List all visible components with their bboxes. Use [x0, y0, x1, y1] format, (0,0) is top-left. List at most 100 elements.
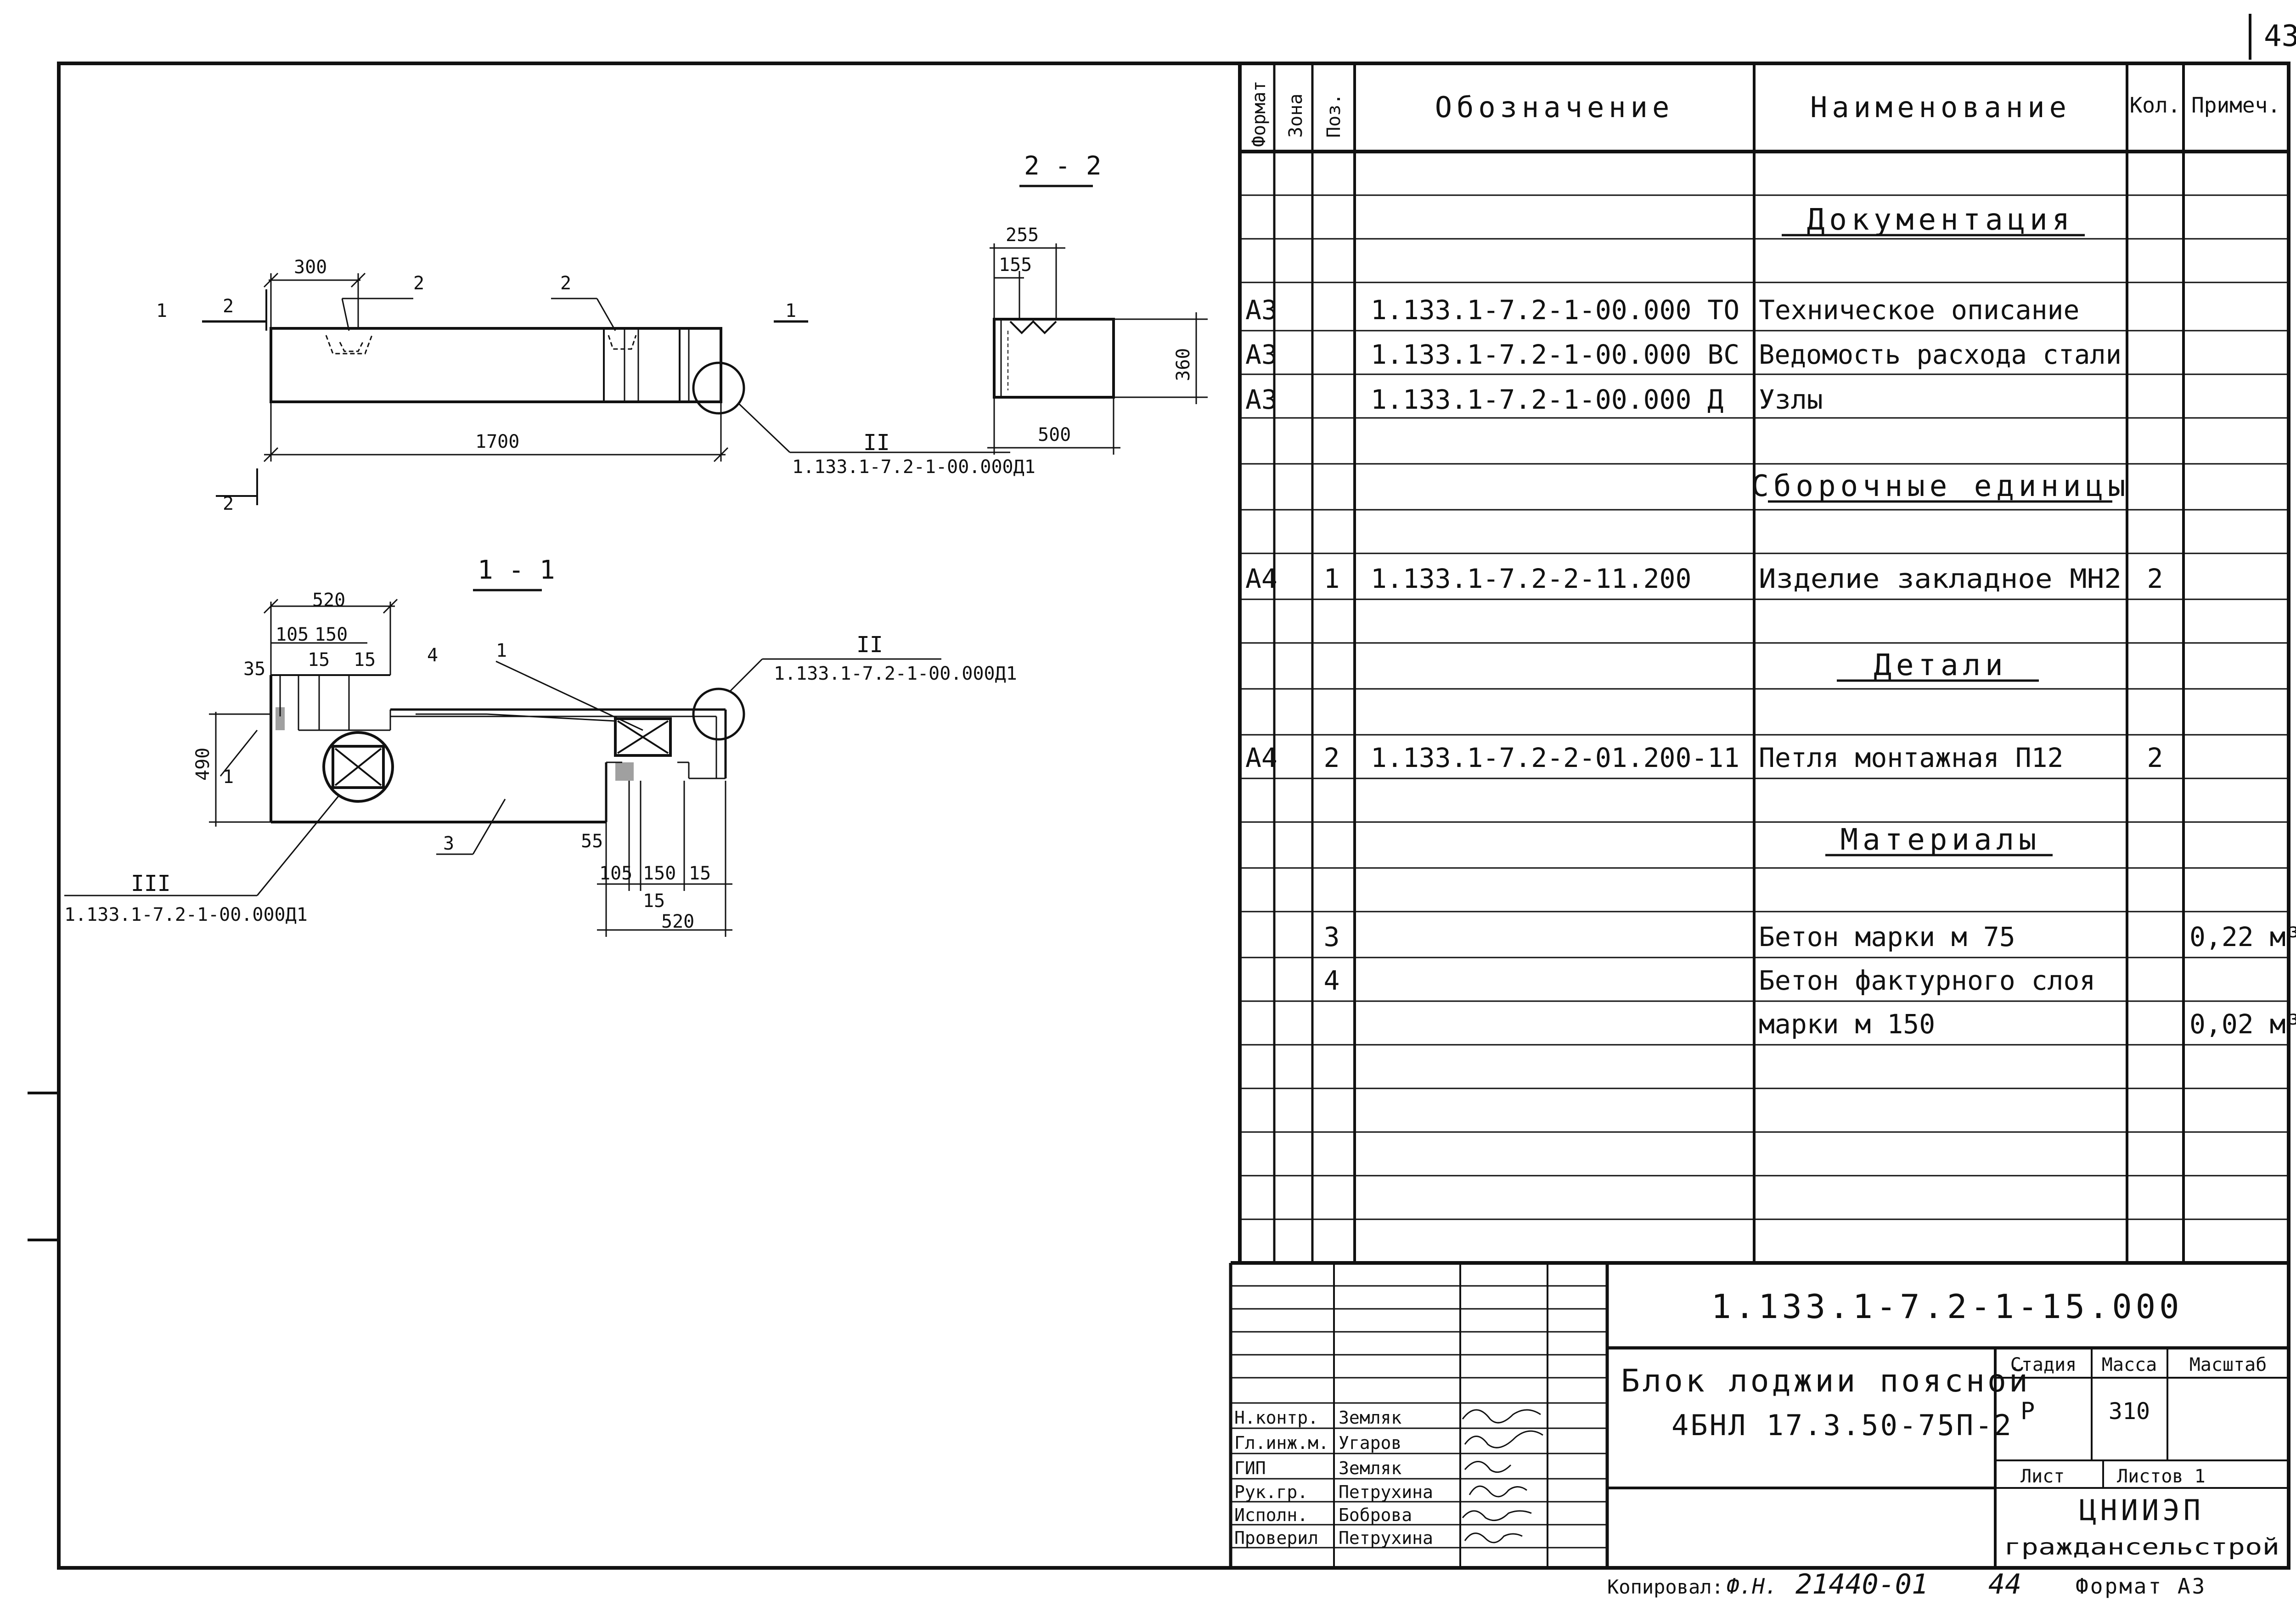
dim-300: 300	[294, 257, 327, 278]
svg-text:А3: А3	[1245, 294, 1277, 326]
dim-150: 150	[643, 863, 676, 884]
cut-mark: 1	[156, 300, 167, 321]
dim-15: 15	[308, 649, 330, 670]
stage-value: Р	[2020, 1397, 2035, 1425]
sheets-label: Листов 1	[2117, 1466, 2206, 1487]
node-ref: 1.133.1-7.2-1-00.000Д1	[64, 904, 308, 925]
section-materials: Материалы	[1840, 823, 2041, 857]
cut-mark: 2	[223, 296, 234, 317]
spec-row: 4 Бетон фактурного слоя	[1324, 965, 2096, 996]
svg-text:Петля монтажная П12: Петля монтажная П12	[1759, 742, 2063, 773]
dim-15: 15	[643, 890, 665, 912]
dim-155: 155	[999, 254, 1032, 276]
sheet-frame	[57, 62, 2290, 1570]
scale-label: Масштаб	[2189, 1354, 2267, 1375]
dim-105: 105	[599, 863, 632, 884]
dim-15: 15	[354, 649, 376, 670]
page-number: 43	[2264, 19, 2296, 53]
svg-text:0,02 м³: 0,02 м³	[2189, 1008, 2296, 1040]
svg-text:4: 4	[1324, 965, 1340, 996]
svg-text:Петрухина: Петрухина	[1339, 1528, 1433, 1548]
svg-text:1.133.1-7.2-2-01.200-11: 1.133.1-7.2-2-01.200-11	[1371, 742, 1739, 773]
section-22-label: 2 - 2	[1024, 151, 1102, 181]
section-assemblies: Сборочные единицы	[1751, 469, 2130, 503]
cut-mark: 1	[785, 300, 796, 321]
svg-text:Земляк: Земляк	[1339, 1408, 1401, 1428]
dim-360: 360	[1173, 348, 1194, 381]
header-zone: Зона	[1285, 94, 1306, 138]
svg-text:Рук.гр.: Рук.гр.	[1234, 1482, 1308, 1502]
svg-text:Бетон фактурного слоя: Бетон фактурного слоя	[1759, 965, 2095, 996]
copy-sheet: 44	[1988, 1568, 2021, 1600]
section-11-label: 1 - 1	[478, 555, 555, 585]
svg-text:Техническое описание: Техническое описание	[1759, 294, 2079, 326]
node-mark: II	[856, 632, 883, 658]
signer-row: Гл.инж.м. Угаров	[1234, 1430, 1543, 1453]
mass-value: 310	[2109, 1398, 2150, 1425]
header-pos: Поз.	[1323, 94, 1345, 138]
svg-text:А3: А3	[1245, 339, 1277, 370]
dim-55: 55	[581, 831, 603, 852]
svg-text:1.133.1-7.2-1-00.000 ВС: 1.133.1-7.2-1-00.000 ВС	[1371, 339, 1739, 370]
spec-row: А3 1.133.1-7.2-1-00.000 ТО Техническое о…	[1245, 294, 2079, 326]
sheet-label: Лист	[2020, 1466, 2065, 1487]
dim-15: 15	[689, 863, 711, 884]
header-qty: Кол.	[2130, 93, 2181, 118]
dim-150: 150	[315, 624, 348, 645]
copy-sign: Ф.Н.	[1727, 1574, 1778, 1599]
svg-text:Бетон марки м 75: Бетон марки м 75	[1759, 921, 2015, 952]
spec-row: А4 1 1.133.1-7.2-2-11.200 Изделие заклад…	[1245, 563, 2163, 594]
svg-text:1.133.1-7.2-2-11.200: 1.133.1-7.2-2-11.200	[1371, 563, 1691, 594]
spec-row: А3 1.133.1-7.2-1-00.000 Д Узлы	[1245, 384, 1823, 415]
position-mark: 1	[223, 766, 234, 788]
dim-1700: 1700	[475, 431, 519, 452]
signer-row: ГИП Земляк	[1234, 1458, 1512, 1478]
svg-text:0,22 м³: 0,22 м³	[2189, 921, 2296, 952]
svg-text:А3: А3	[1245, 384, 1277, 415]
dim-255: 255	[1006, 225, 1039, 246]
front-elevation	[202, 272, 1010, 505]
node-ref: 1.133.1-7.2-1-00.000Д1	[774, 663, 1017, 684]
dim-520: 520	[312, 590, 345, 611]
spec-row: 3 Бетон марки м 75 0,22 м³	[1324, 921, 2296, 952]
svg-text:марки м 150: марки м 150	[1759, 1008, 1935, 1040]
title-block	[1229, 1263, 2289, 1568]
svg-text:Узлы: Узлы	[1759, 384, 1823, 415]
header-note: Примеч.	[2191, 93, 2280, 118]
svg-text:2: 2	[1324, 742, 1340, 773]
node-ref: 1.133.1-7.2-1-00.000Д1	[792, 456, 1035, 478]
dim-105: 105	[276, 624, 309, 645]
doc-code: 1.133.1-7.2-1-15.000	[1711, 1287, 2183, 1326]
svg-text:Ведомость расхода стали: Ведомость расхода стали	[1759, 339, 2122, 370]
section-docs: Документация	[1807, 203, 2074, 237]
svg-text:Земляк: Земляк	[1339, 1458, 1401, 1478]
svg-text:Изделие закладное МН2: Изделие закладное МН2	[1759, 563, 2122, 594]
position-mark: 4	[427, 645, 438, 666]
svg-text:3: 3	[1324, 921, 1340, 952]
signer-row: Н.контр. Земляк	[1234, 1408, 1541, 1428]
format-label: Формат А3	[2076, 1574, 2206, 1599]
svg-text:Гл.инж.м.: Гл.инж.м.	[1234, 1433, 1329, 1453]
position-mark: 1	[496, 640, 507, 661]
section-11-drawing	[64, 598, 941, 937]
svg-text:Петрухина: Петрухина	[1339, 1482, 1433, 1502]
svg-text:1: 1	[1324, 563, 1340, 594]
svg-text:Проверил: Проверил	[1234, 1528, 1318, 1548]
dim-490: 490	[192, 748, 214, 781]
svg-text:2: 2	[2147, 563, 2163, 594]
signer-row: Исполн. Боброва	[1234, 1505, 1532, 1525]
header-name: Наименование	[1810, 90, 2071, 124]
dim-35: 35	[243, 659, 265, 680]
dim-500: 500	[1038, 424, 1071, 445]
svg-text:1.133.1-7.2-1-00.000 ТО: 1.133.1-7.2-1-00.000 ТО	[1371, 294, 1739, 326]
section-details: Детали	[1874, 648, 2007, 682]
svg-text:А4: А4	[1245, 742, 1277, 773]
svg-text:Боброва: Боброва	[1339, 1505, 1412, 1525]
svg-text:2: 2	[2147, 742, 2163, 773]
mass-label: Масса	[2102, 1354, 2157, 1375]
spec-row: А3 1.133.1-7.2-1-00.000 ВС Ведомость рас…	[1245, 339, 2122, 370]
node-mark: III	[131, 871, 171, 896]
svg-text:А4: А4	[1245, 563, 1277, 594]
svg-text:Угаров: Угаров	[1339, 1433, 1401, 1453]
